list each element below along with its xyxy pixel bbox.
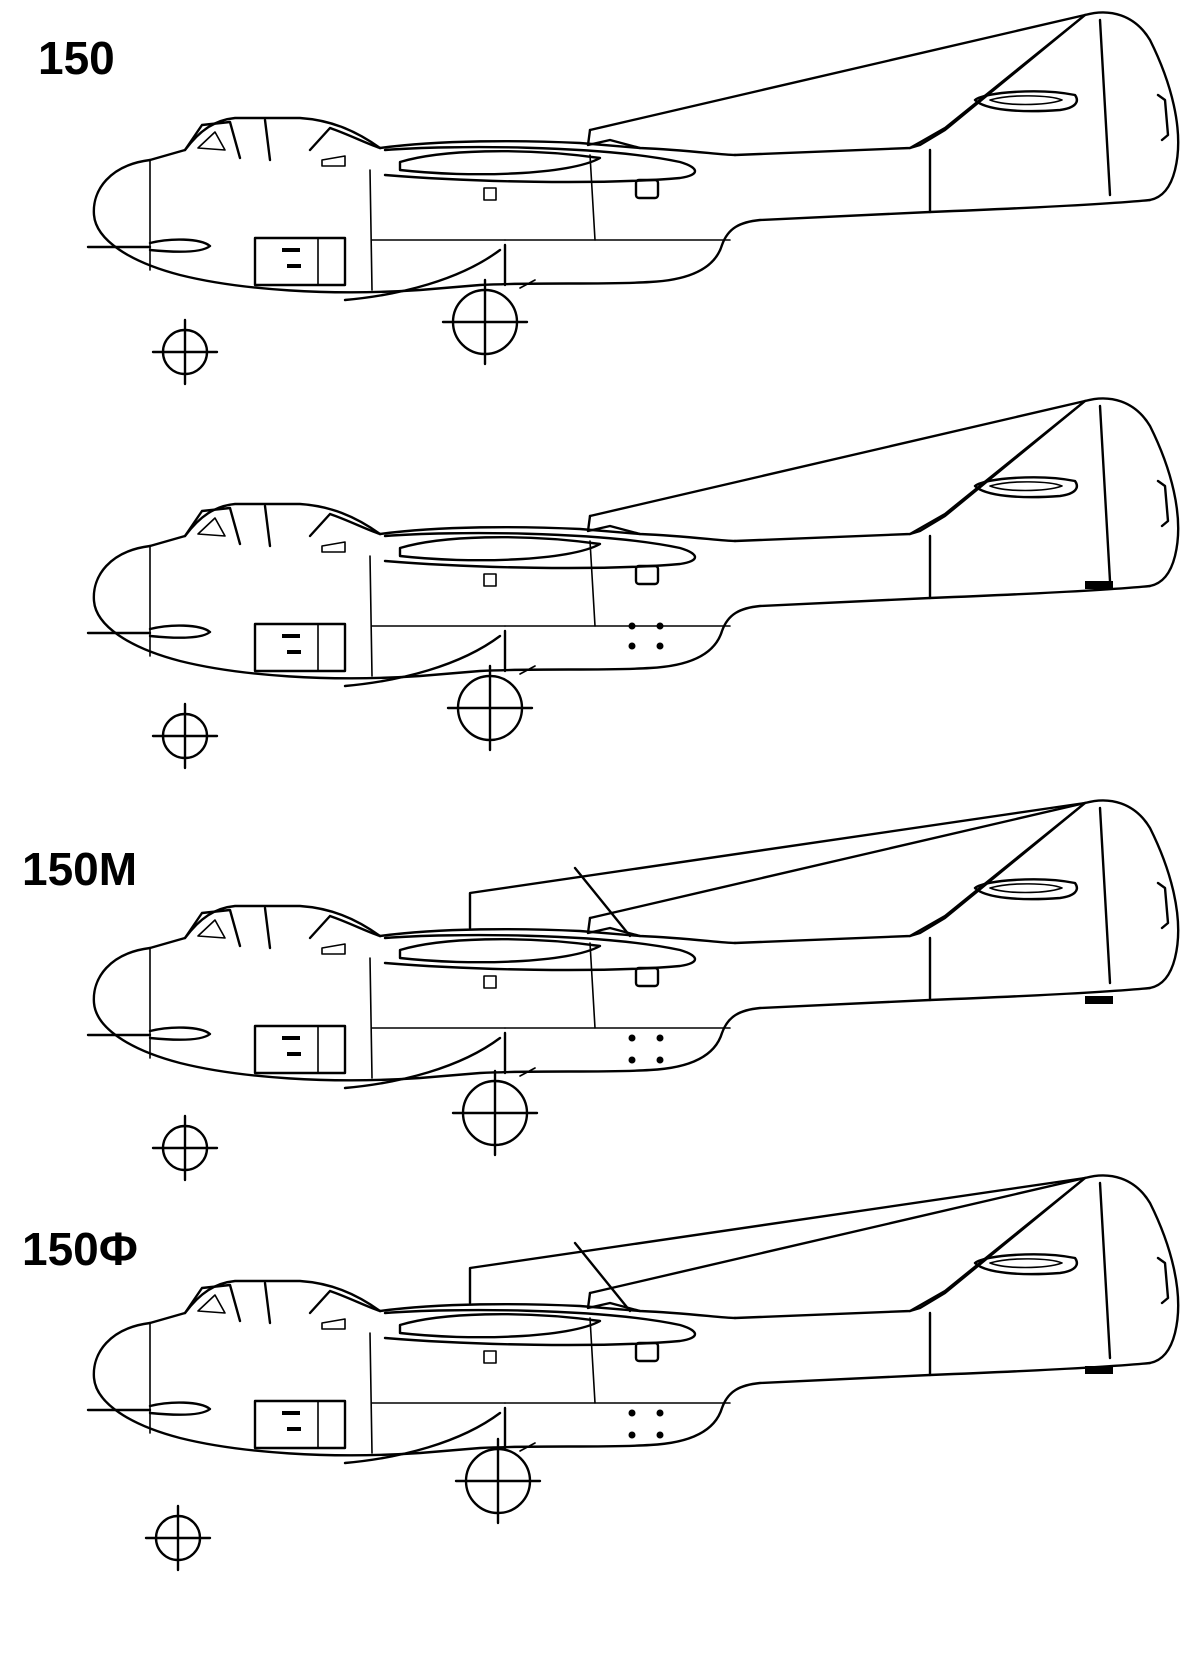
extended-wing-line	[468, 1176, 1087, 1305]
view-150: 150	[38, 11, 1180, 386]
variant-label-150f: 150Ф	[22, 1223, 138, 1275]
tail-gun-mark	[1085, 996, 1113, 1004]
main-wheel-marker	[441, 278, 529, 366]
aircraft-side-view	[86, 11, 1180, 302]
view-150m: 150M	[22, 799, 1180, 1182]
variant-label-150m: 150M	[22, 843, 137, 895]
tail-gun-mark	[1085, 581, 1113, 589]
nose-reference-marker	[151, 318, 219, 386]
main-wheel-marker	[451, 1069, 539, 1157]
tail-gun-mark	[1085, 1366, 1113, 1374]
variant-label-150: 150	[38, 32, 115, 84]
main-wheel-marker	[454, 1437, 542, 1525]
view-unlabeled	[86, 397, 1180, 770]
view-150f: 150Ф	[22, 1174, 1180, 1572]
wing-fold-line	[573, 866, 632, 938]
extended-wing-line	[468, 801, 1087, 930]
wing-fold-line	[573, 1241, 632, 1313]
nose-reference-marker	[151, 702, 219, 770]
panel-dots	[628, 622, 664, 650]
aircraft-side-view	[86, 799, 1180, 1090]
main-wheel-marker	[446, 664, 534, 752]
nose-reference-marker	[151, 1114, 219, 1182]
aircraft-side-view	[86, 1174, 1180, 1465]
nose-reference-marker	[144, 1504, 212, 1572]
